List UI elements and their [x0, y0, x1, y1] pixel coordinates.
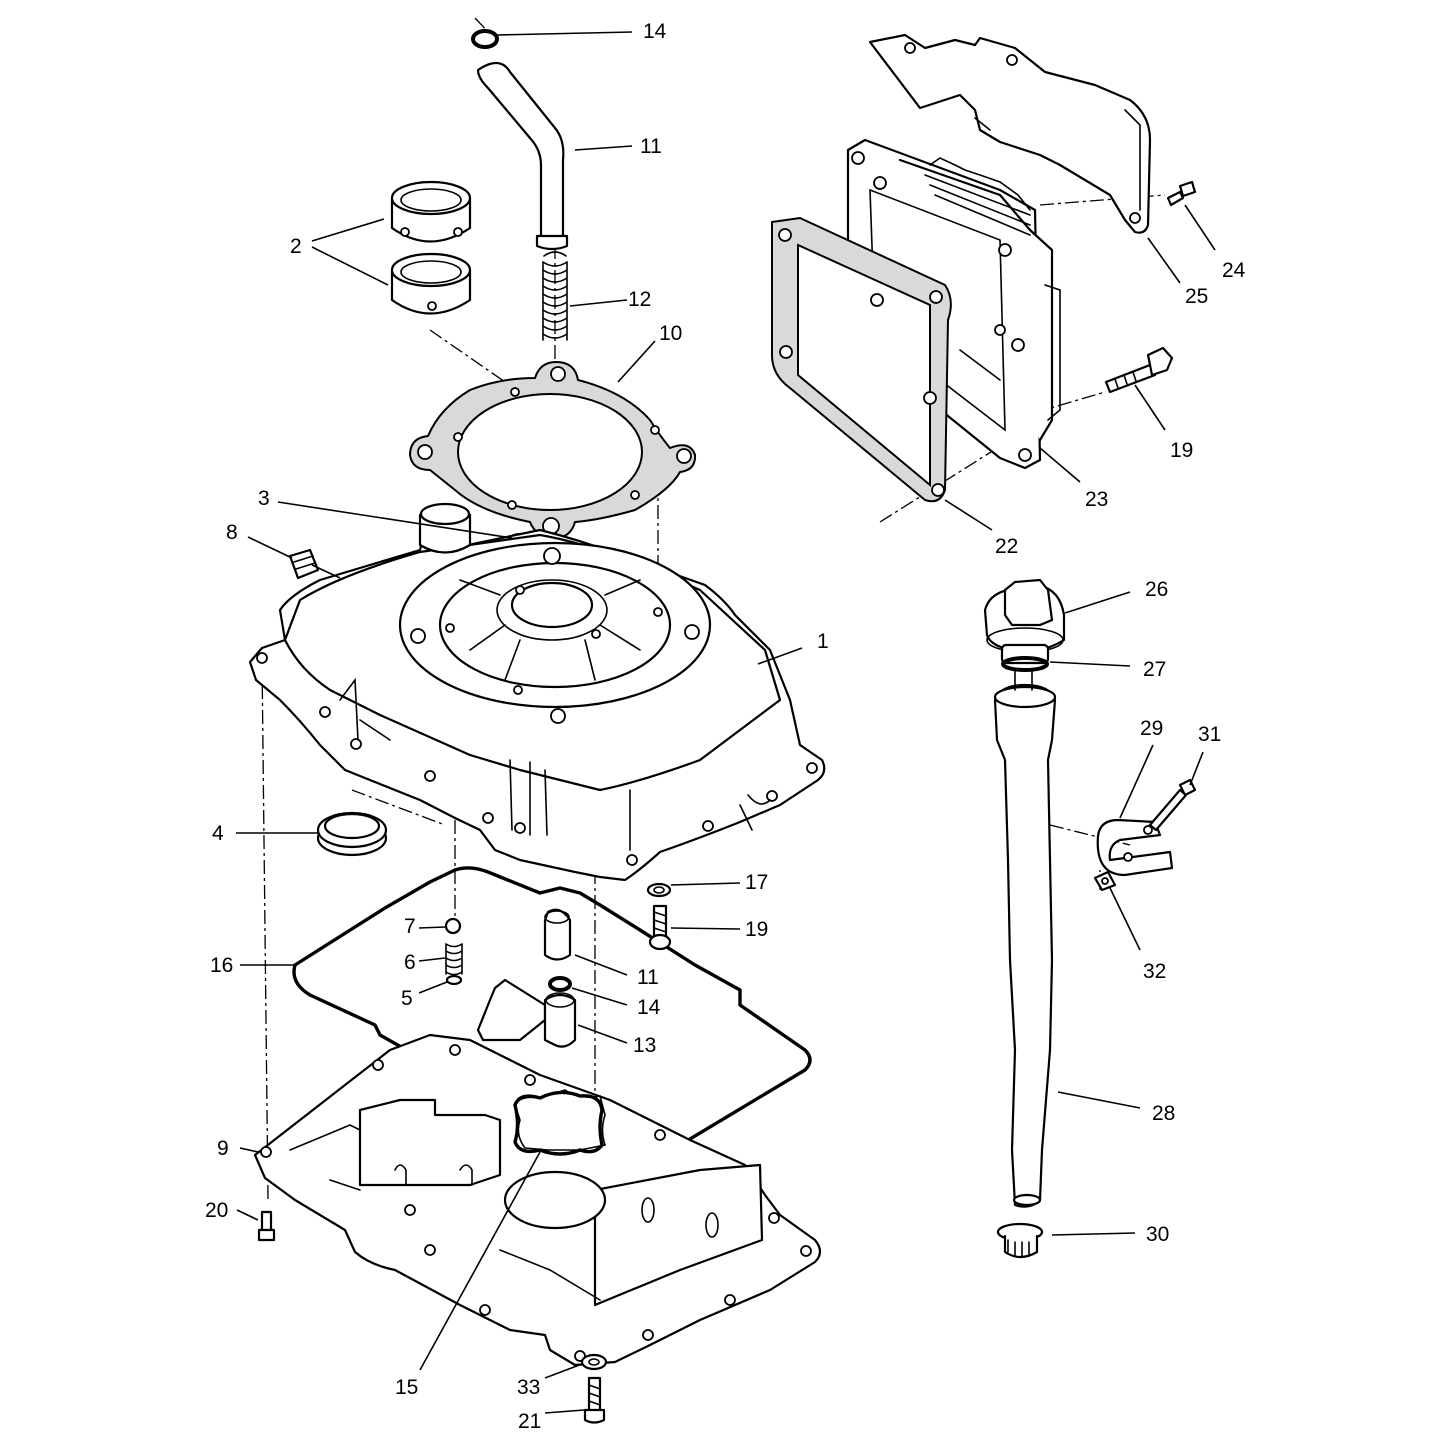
callout-15: 15 [395, 1376, 418, 1399]
cylinder-gasket [408, 360, 697, 540]
callout-21: 21 [518, 1410, 541, 1433]
oil-pan-gasket [292, 866, 812, 1163]
callout-5: 5 [401, 987, 413, 1010]
callout-16: 16 [210, 954, 233, 977]
callout-19-right: 19 [1170, 439, 1193, 462]
callout-12: 12 [628, 288, 651, 311]
callout-27: 27 [1143, 658, 1166, 681]
callout-11-top: 11 [640, 135, 662, 158]
clamp-nut [1093, 870, 1117, 892]
tube-clamp [1096, 818, 1174, 877]
callout-22: 22 [995, 535, 1018, 558]
callout-6: 6 [404, 951, 416, 974]
leader-lines [236, 31, 1216, 1414]
callout-14-top: 14 [643, 20, 667, 43]
callout-8: 8 [226, 521, 238, 544]
bearing-ring-lower [390, 252, 472, 315]
callout-9: 9 [217, 1137, 229, 1160]
callout-26: 26 [1145, 578, 1168, 601]
callout-2: 2 [290, 235, 302, 258]
spring [542, 251, 568, 341]
callout-28: 28 [1152, 1102, 1175, 1125]
check-ball [444, 917, 462, 935]
callout-23: 23 [1085, 488, 1108, 511]
callout-labels: 14 11 2 12 10 3 8 1 4 17 7 19 6 16 11 5 … [205, 20, 1246, 1433]
rocker-cover-gasket [771, 216, 952, 503]
oil-pickup-bracket [476, 978, 577, 1048]
callout-29: 29 [1140, 717, 1163, 740]
callout-13: 13 [633, 1034, 656, 1057]
callout-19-middle: 19 [745, 918, 768, 941]
callout-24: 24 [1222, 259, 1246, 282]
o-ring-lower [548, 976, 572, 992]
pan-bolt-left [257, 1210, 276, 1242]
pickup-gasket [513, 1090, 604, 1156]
drain-plug-bolt [583, 1376, 606, 1424]
small-washer [445, 974, 463, 986]
oil-seal [316, 811, 388, 857]
washer [646, 882, 672, 898]
bearing-ring-upper [390, 180, 472, 243]
callout-3: 3 [258, 487, 270, 510]
callout-20: 20 [205, 1199, 228, 1222]
callout-7: 7 [404, 915, 416, 938]
drain-washer [580, 1353, 608, 1371]
callout-11-lower: 11 [637, 966, 659, 989]
oil-pickup-tube [543, 908, 572, 961]
callout-1: 1 [817, 630, 829, 653]
callout-33: 33 [517, 1376, 540, 1399]
o-ring-top [471, 29, 499, 49]
tube-grommet [996, 1222, 1044, 1259]
callout-32: 32 [1143, 960, 1166, 983]
long-bolt [1104, 346, 1174, 394]
callout-4: 4 [212, 822, 224, 845]
small-spring [445, 943, 463, 976]
callout-25: 25 [1185, 285, 1208, 308]
plug [288, 548, 320, 580]
shield-screw [1166, 180, 1197, 207]
heat-shield [868, 33, 1152, 234]
crankcase-housing [248, 502, 826, 882]
drain-bolt [648, 904, 672, 951]
cap-o-ring [1000, 643, 1050, 672]
callout-31: 31 [1198, 723, 1221, 746]
callout-17: 17 [745, 871, 768, 894]
filler-cap [983, 578, 1066, 653]
callout-14-lower: 14 [637, 996, 661, 1019]
dipstick-tube [993, 669, 1057, 1208]
clamp-screw [1148, 778, 1197, 832]
callout-30: 30 [1146, 1223, 1169, 1246]
callout-10: 10 [659, 322, 682, 345]
oil-pan [253, 1033, 822, 1367]
breather-tube [476, 61, 569, 251]
